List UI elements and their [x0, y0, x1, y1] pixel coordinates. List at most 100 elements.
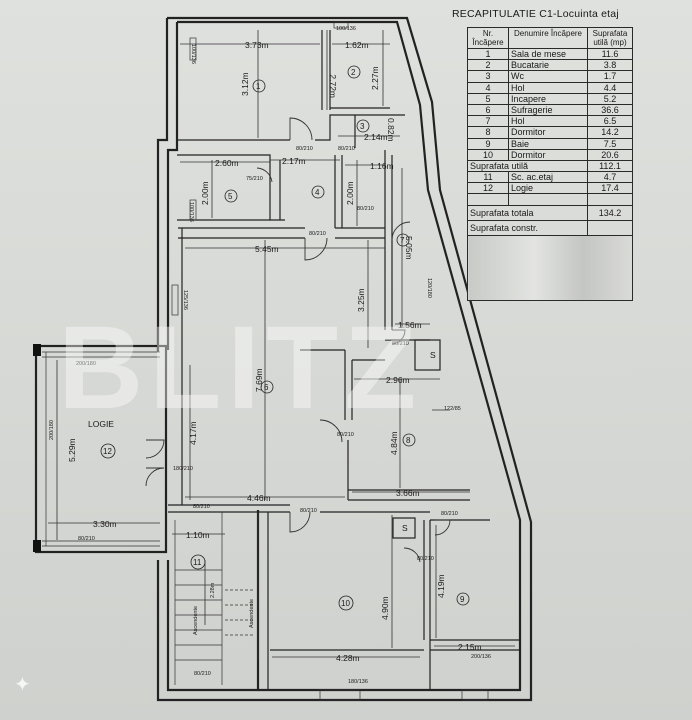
cell-nr: 10 [467, 148, 509, 161]
built-area-label: Suprafata constr. [467, 219, 588, 236]
header-area: Suprafata utilă (mp) [587, 27, 633, 49]
opening-labels: 100/136 100/136 80/210 80/210 75/210 80/… [49, 26, 491, 685]
dim-2-28: 2.28m [210, 582, 216, 598]
dim-2-96: 2.96m [386, 375, 410, 385]
dim-2-00-a: 2.00m [200, 181, 210, 205]
interior-walls [168, 21, 520, 701]
cell-nr: 1 [467, 47, 509, 61]
recap-header-row: Nr. Încăpere Denumire Încăpere Suprafata… [467, 27, 633, 49]
opening-label: 180/136 [348, 679, 368, 685]
watermark: BLITZ [58, 302, 422, 434]
dim-4-90: 4.90m [380, 596, 390, 620]
dim-2-15: 2.15m [458, 642, 482, 652]
room-3-number: 3 [360, 122, 365, 131]
cell-nr: 12 [467, 182, 509, 195]
room-2-number: 2 [351, 68, 356, 77]
cell-name: Dormitor [508, 126, 588, 139]
opening-label: 80/210 [300, 508, 317, 514]
dim-3-25: 3.25m [356, 288, 366, 312]
cell-name: Incapere [508, 92, 588, 105]
cell-area: 7.5 [587, 137, 633, 150]
cell-area: 17.4 [587, 182, 633, 195]
opening-label: 180/210 [173, 466, 193, 472]
dim-2-27: 2.27m [370, 66, 380, 90]
cell-area: 6.5 [587, 115, 633, 128]
cell-area: 14.2 [587, 126, 633, 139]
total-area-label: Suprafata totala [467, 204, 588, 221]
dim-1-10: 1.10m [186, 530, 210, 540]
cell-nr: 7 [467, 115, 509, 128]
cell-area: 3.8 [587, 59, 633, 72]
dim-3-30: 3.30m [93, 519, 117, 529]
recap-title: RECAPITULATIE C1-Locuinta etaj [452, 8, 619, 20]
opening-label: 200/136 [471, 654, 491, 660]
cell-nr: 2 [467, 59, 509, 72]
opening-label: 80/210 [338, 146, 355, 152]
opening-label: 100/136 [336, 26, 356, 32]
opening-label: 100/136 [190, 44, 196, 64]
sparkle-icon: ✦ [14, 674, 31, 696]
cell-nr: 11 [467, 171, 509, 184]
opening-label: 80/210 [296, 146, 313, 152]
opening-label: 125/136 [182, 290, 188, 310]
built-area-value [587, 219, 633, 236]
cell-name: Hol [508, 115, 588, 128]
cell-name: Wc [508, 70, 588, 83]
opening-label: 80/210 [309, 231, 326, 237]
dim-3-66: 3.66m [396, 488, 420, 498]
room-8-number: 8 [406, 436, 411, 445]
dim-5-05: 5.05m [404, 236, 414, 260]
cell-area: 5.2 [587, 92, 633, 105]
opening-label: 80/210 [193, 504, 210, 510]
blank-row [467, 193, 633, 206]
room-4-number: 4 [315, 188, 320, 197]
dim-0-82: 0.82m [386, 118, 396, 142]
header-name: Denumire Încăpere [508, 27, 588, 49]
dim-2-17: 2.17m [282, 156, 306, 166]
cell-name: Dormitor [508, 148, 588, 161]
opening-label: 80/210 [417, 556, 434, 562]
cell-name: Sc. ac.etaj [508, 171, 588, 184]
dimension-labels: 3.73m 1.62m 3.12m 2.72m 2.27m 2.14m 0.82… [67, 40, 482, 663]
doors [145, 117, 451, 563]
opening-label: 75/210 [246, 176, 263, 182]
dimension-lines [48, 30, 515, 658]
room-1-number: 1 [256, 82, 261, 91]
opening-label: 80/210 [392, 341, 409, 347]
dim-4-46: 4.46m [247, 493, 271, 503]
cell-nr: 5 [467, 92, 509, 105]
cell-name: Sala de mese [508, 47, 588, 61]
dim-2-60: 2.60m [215, 158, 239, 168]
cell-nr: 9 [467, 137, 509, 150]
cell-name: Sufragerie [508, 103, 588, 117]
room-12-number: 12 [103, 447, 112, 456]
dim-4-19: 4.19m [436, 574, 446, 598]
room-numbers: 1 2 3 4 5 6 7 8 9 10 11 12 LOGIE S S Asc… [88, 65, 470, 635]
opening-label: 120/180 [426, 278, 432, 298]
cell-name: Baie [508, 137, 588, 150]
opening-label: 200/180 [76, 361, 96, 367]
useful-area-label: Suprafata utilă [467, 159, 588, 173]
room-10-number: 10 [341, 599, 350, 608]
cell-area: 4.4 [587, 81, 633, 94]
useful-area-value: 112.1 [587, 159, 633, 173]
recap-table: Nr. Încăpere Denumire Încăpere Suprafata… [467, 27, 633, 301]
cell-name: Logie [508, 182, 588, 195]
total-area-value: 134.2 [587, 204, 633, 221]
room-7-number: 7 [400, 236, 405, 245]
opening-label: 80/210 [78, 536, 95, 542]
cell-name: Bucatarie [508, 59, 588, 72]
